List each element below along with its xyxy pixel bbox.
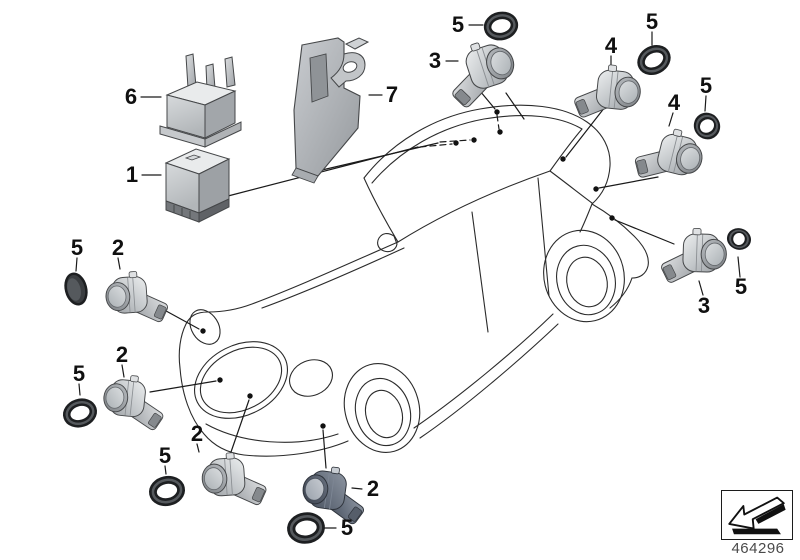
pdc-sensor-2a-illustration bbox=[103, 268, 171, 328]
arrow-bottom-left-icon bbox=[728, 496, 786, 535]
callout-5-right[interactable]: 5 bbox=[699, 73, 713, 98]
bracket-7-illustration bbox=[291, 37, 370, 184]
pdc-sensor-2b-illustration bbox=[100, 372, 169, 433]
seal-ring-5d-illustration bbox=[728, 229, 750, 250]
seal-ring-5g-illustration bbox=[151, 477, 183, 504]
callout-3-right[interactable]: 3 bbox=[697, 293, 711, 318]
callout-2-bottom-left[interactable]: 2 bbox=[190, 421, 204, 446]
callout-2-bottom-mid[interactable]: 2 bbox=[366, 476, 380, 501]
callout-5-bottom-left[interactable]: 5 bbox=[158, 443, 172, 468]
seal-ring-5h-illustration bbox=[290, 514, 323, 541]
pdc-sensor-4a-illustration bbox=[570, 60, 644, 125]
car-outline-drawing bbox=[178, 104, 649, 457]
diagram-number: 464296 bbox=[731, 540, 785, 557]
control-unit-1-illustration bbox=[164, 148, 231, 223]
callout-1[interactable]: 1 bbox=[125, 162, 139, 187]
pdc-sensor-3b-illustration bbox=[658, 226, 728, 287]
seal-cap-5e-illustration bbox=[64, 272, 88, 306]
seal-ring-5a-illustration bbox=[486, 13, 517, 39]
callout-5-left-lower[interactable]: 5 bbox=[72, 361, 86, 386]
callout-7[interactable]: 7 bbox=[385, 82, 399, 107]
diagram-nav-box[interactable] bbox=[721, 490, 793, 540]
callout-5-mid-right[interactable]: 5 bbox=[734, 274, 748, 299]
callout-5-bottom-mid[interactable]: 5 bbox=[340, 515, 354, 540]
callout-5-left-upper[interactable]: 5 bbox=[70, 235, 84, 260]
seal-ring-5b-illustration bbox=[637, 44, 671, 75]
seal-ring-5c-illustration bbox=[693, 112, 721, 140]
control-unit-holder-6-illustration bbox=[159, 53, 242, 148]
callout-2-left-lower[interactable]: 2 bbox=[115, 342, 129, 367]
callout-6[interactable]: 6 bbox=[124, 84, 138, 109]
callout-4-upper[interactable]: 4 bbox=[604, 33, 618, 58]
leader-dots bbox=[200, 109, 615, 429]
pdc-sensor-3a-illustration bbox=[437, 33, 524, 113]
callout-5-top[interactable]: 5 bbox=[451, 12, 465, 37]
callout-5-upper-right[interactable]: 5 bbox=[645, 9, 659, 34]
callout-4-right[interactable]: 4 bbox=[667, 90, 681, 115]
pdc-sensor-2c-illustration bbox=[200, 449, 270, 511]
seal-ring-5f-illustration bbox=[64, 399, 96, 427]
callout-3-top[interactable]: 3 bbox=[428, 48, 442, 73]
callout-2-left-upper[interactable]: 2 bbox=[111, 235, 125, 260]
